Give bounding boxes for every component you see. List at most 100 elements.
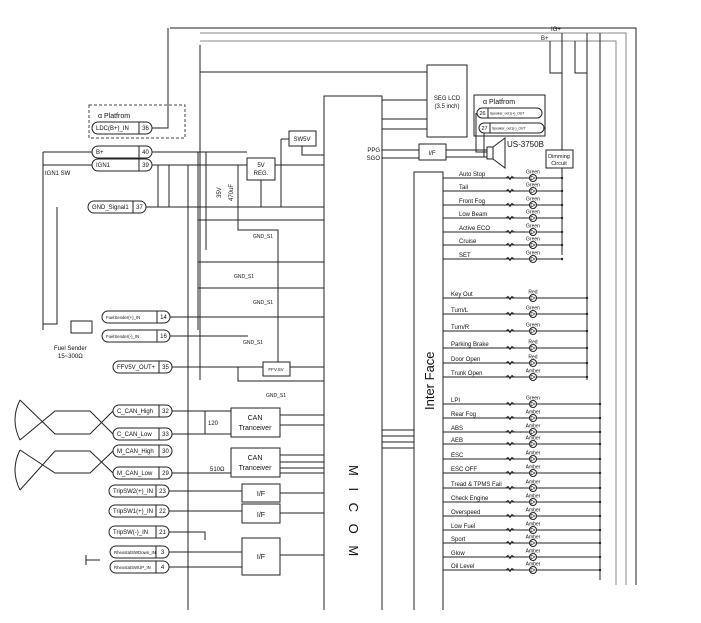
- connector-pin: 40: [142, 150, 149, 156]
- indicator-label: Rear Fog: [451, 412, 476, 418]
- connector-pin: 26: [479, 111, 485, 117]
- indicator-label: ESC: [451, 453, 464, 459]
- connector-pin: 27: [481, 126, 487, 132]
- speaker: US-3750B: [475, 113, 544, 169]
- connector-label: GND_Signal1: [92, 205, 129, 211]
- resistor-icon: [505, 415, 515, 421]
- resistor-icon: [505, 540, 515, 546]
- resistor-icon: [505, 188, 515, 194]
- indicator-tread-tpms-fail: Tread & TPMS Fail Amber: [443, 480, 602, 492]
- indicator-label: Front Fog: [459, 199, 485, 205]
- connector-pin: 3: [161, 550, 165, 556]
- led-color-label: Green: [526, 210, 540, 216]
- connector-pin: 36: [142, 126, 149, 132]
- can-transceiver-1: CAN Tranceiver: [230, 407, 281, 438]
- resistor-icon: [505, 401, 515, 407]
- indicator-label: ESC OFF: [451, 467, 477, 473]
- connector-label: TripSW1(+)_IN: [113, 509, 153, 515]
- connector-pin: 14: [160, 315, 167, 321]
- can-label-2: Tranceiver: [239, 465, 272, 472]
- ffv5v-label: FFV 5V: [268, 367, 283, 372]
- indicator-turn-l: Turn/L Green: [443, 306, 589, 318]
- indicator-label: Tail: [459, 185, 468, 191]
- alpha-platform-label: α Platfrom: [98, 113, 130, 120]
- connector-label: TripSW2(+)_IN: [113, 489, 153, 495]
- seg-lcd-size: (3.5 inch): [434, 104, 459, 110]
- indicator-label: Sport: [451, 537, 466, 543]
- connector-label: IGN1: [96, 163, 111, 169]
- indicator-esc: ESC Amber: [443, 451, 602, 463]
- alpha-platform-label-2: α Platfrom: [483, 99, 515, 106]
- indicator-label: Oil Level: [451, 564, 474, 570]
- indicator-label: AEB: [451, 438, 463, 444]
- indicator-label: Low Fuel: [451, 524, 475, 530]
- if-trip2: I/F: [241, 483, 281, 503]
- ffv5v-block: FFV 5V: [262, 361, 291, 377]
- indicator-label: Auto Stop: [459, 172, 486, 178]
- connector-label: C_CAN_Low: [117, 432, 152, 438]
- resistor-icon: [505, 242, 515, 248]
- can-label: CAN: [248, 415, 263, 422]
- sw5v-block: SW5V: [288, 130, 317, 147]
- connector-label: RheostatSWUP_IN: [114, 565, 151, 570]
- if-label: I/F: [429, 151, 436, 157]
- if-block: I/F: [418, 143, 447, 161]
- can-label: CAN: [248, 455, 263, 462]
- indicator-oil-level: Oil Level Amber: [443, 562, 602, 574]
- connector-pin: 30: [162, 449, 169, 455]
- connector-label: Speaker_out1(+)_OUT: [490, 112, 524, 116]
- connector-label: RheostatSWDown_IN: [114, 550, 156, 555]
- resistor-icon: [505, 456, 515, 462]
- can-twisted-pairs: [14, 399, 114, 491]
- b-plus-label: B+: [541, 36, 549, 42]
- led-color-label: Amber: [526, 436, 541, 442]
- if-label: I/F: [257, 554, 265, 561]
- resistor-icon: [505, 554, 515, 560]
- indicator-label: Tread & TPMS Fail: [451, 482, 502, 488]
- dimming-label-2: Circuit: [551, 161, 567, 167]
- indicator-label: Cruise: [459, 239, 477, 245]
- resistor-icon: [505, 441, 515, 447]
- indicator-label: LPI: [451, 398, 460, 404]
- led-color-label: Amber: [526, 451, 541, 457]
- led-color-label: Amber: [526, 480, 541, 486]
- fuel-sender-label: Fuel Sender: [54, 346, 87, 352]
- led-color-label: Green: [526, 306, 540, 312]
- seg-lcd-block: SEG LCD (3.5 inch): [426, 64, 468, 138]
- led-color-label: Green: [526, 396, 540, 402]
- led-color-label: Amber: [526, 562, 541, 568]
- if-trip1: I/F: [241, 503, 281, 524]
- connector-pin-26: 26 Speaker_out1(+)_OUT: [476, 107, 543, 119]
- indicator-aeb: AEB Amber: [443, 436, 602, 448]
- resistor-icon: [505, 311, 515, 317]
- if-label: I/F: [257, 491, 265, 498]
- indicator-label: ABS: [451, 426, 463, 432]
- resistor-120-label: 120: [208, 421, 219, 427]
- indicator-label: Turn/L: [451, 308, 469, 314]
- left-wiring: [42, 28, 487, 610]
- led-color-label: Amber: [526, 494, 541, 500]
- led-color-label: Red: [528, 340, 537, 346]
- resistor-icon: [505, 295, 515, 301]
- resistor-icon: [505, 374, 515, 380]
- if-rheostat: I/F: [241, 537, 281, 576]
- fuel-sender-range: 15~300Ω: [58, 354, 83, 360]
